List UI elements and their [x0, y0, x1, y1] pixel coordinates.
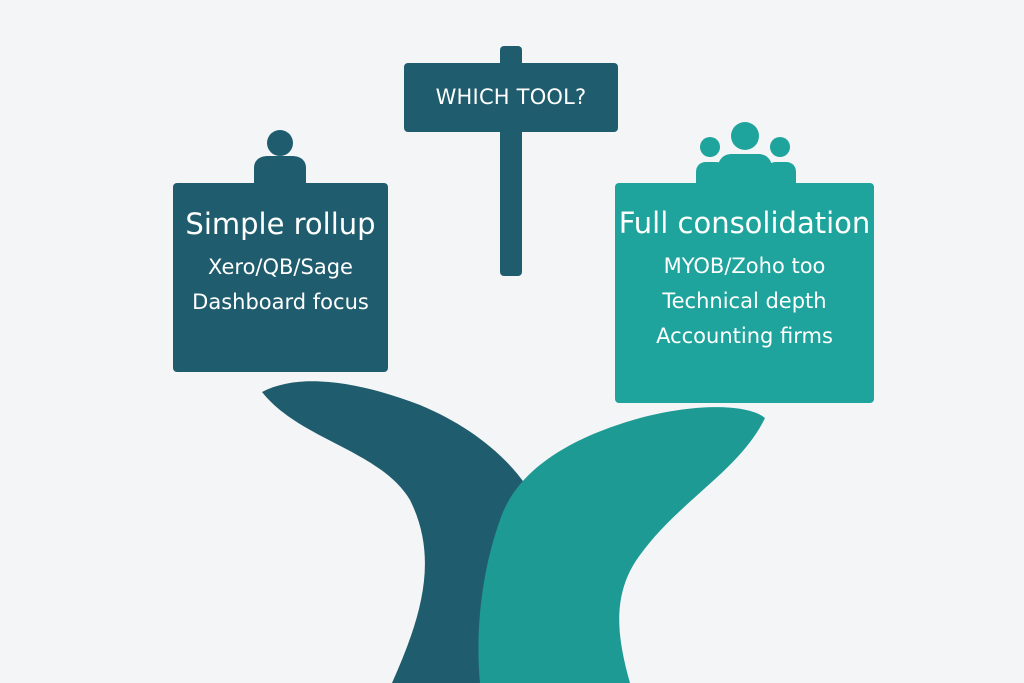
- card-item: Accounting firms: [656, 324, 833, 348]
- full-consolidation-card: Full consolidation MYOB/Zoho too Technic…: [615, 183, 874, 403]
- card-item: Dashboard focus: [192, 290, 369, 314]
- right-road: [478, 407, 765, 683]
- card-item: Technical depth: [662, 289, 827, 313]
- person-icon: [254, 130, 306, 183]
- group-icon: [696, 122, 796, 183]
- card-title: Simple rollup: [185, 207, 376, 241]
- card-title: Full consolidation: [618, 206, 871, 240]
- card-item: Xero/QB/Sage: [208, 255, 353, 279]
- left-road: [262, 381, 545, 683]
- which-tool-sign: WHICH TOOL?: [404, 63, 618, 132]
- card-item: MYOB/Zoho too: [663, 254, 826, 278]
- simple-rollup-card: Simple rollup Xero/QB/Sage Dashboard foc…: [173, 183, 388, 372]
